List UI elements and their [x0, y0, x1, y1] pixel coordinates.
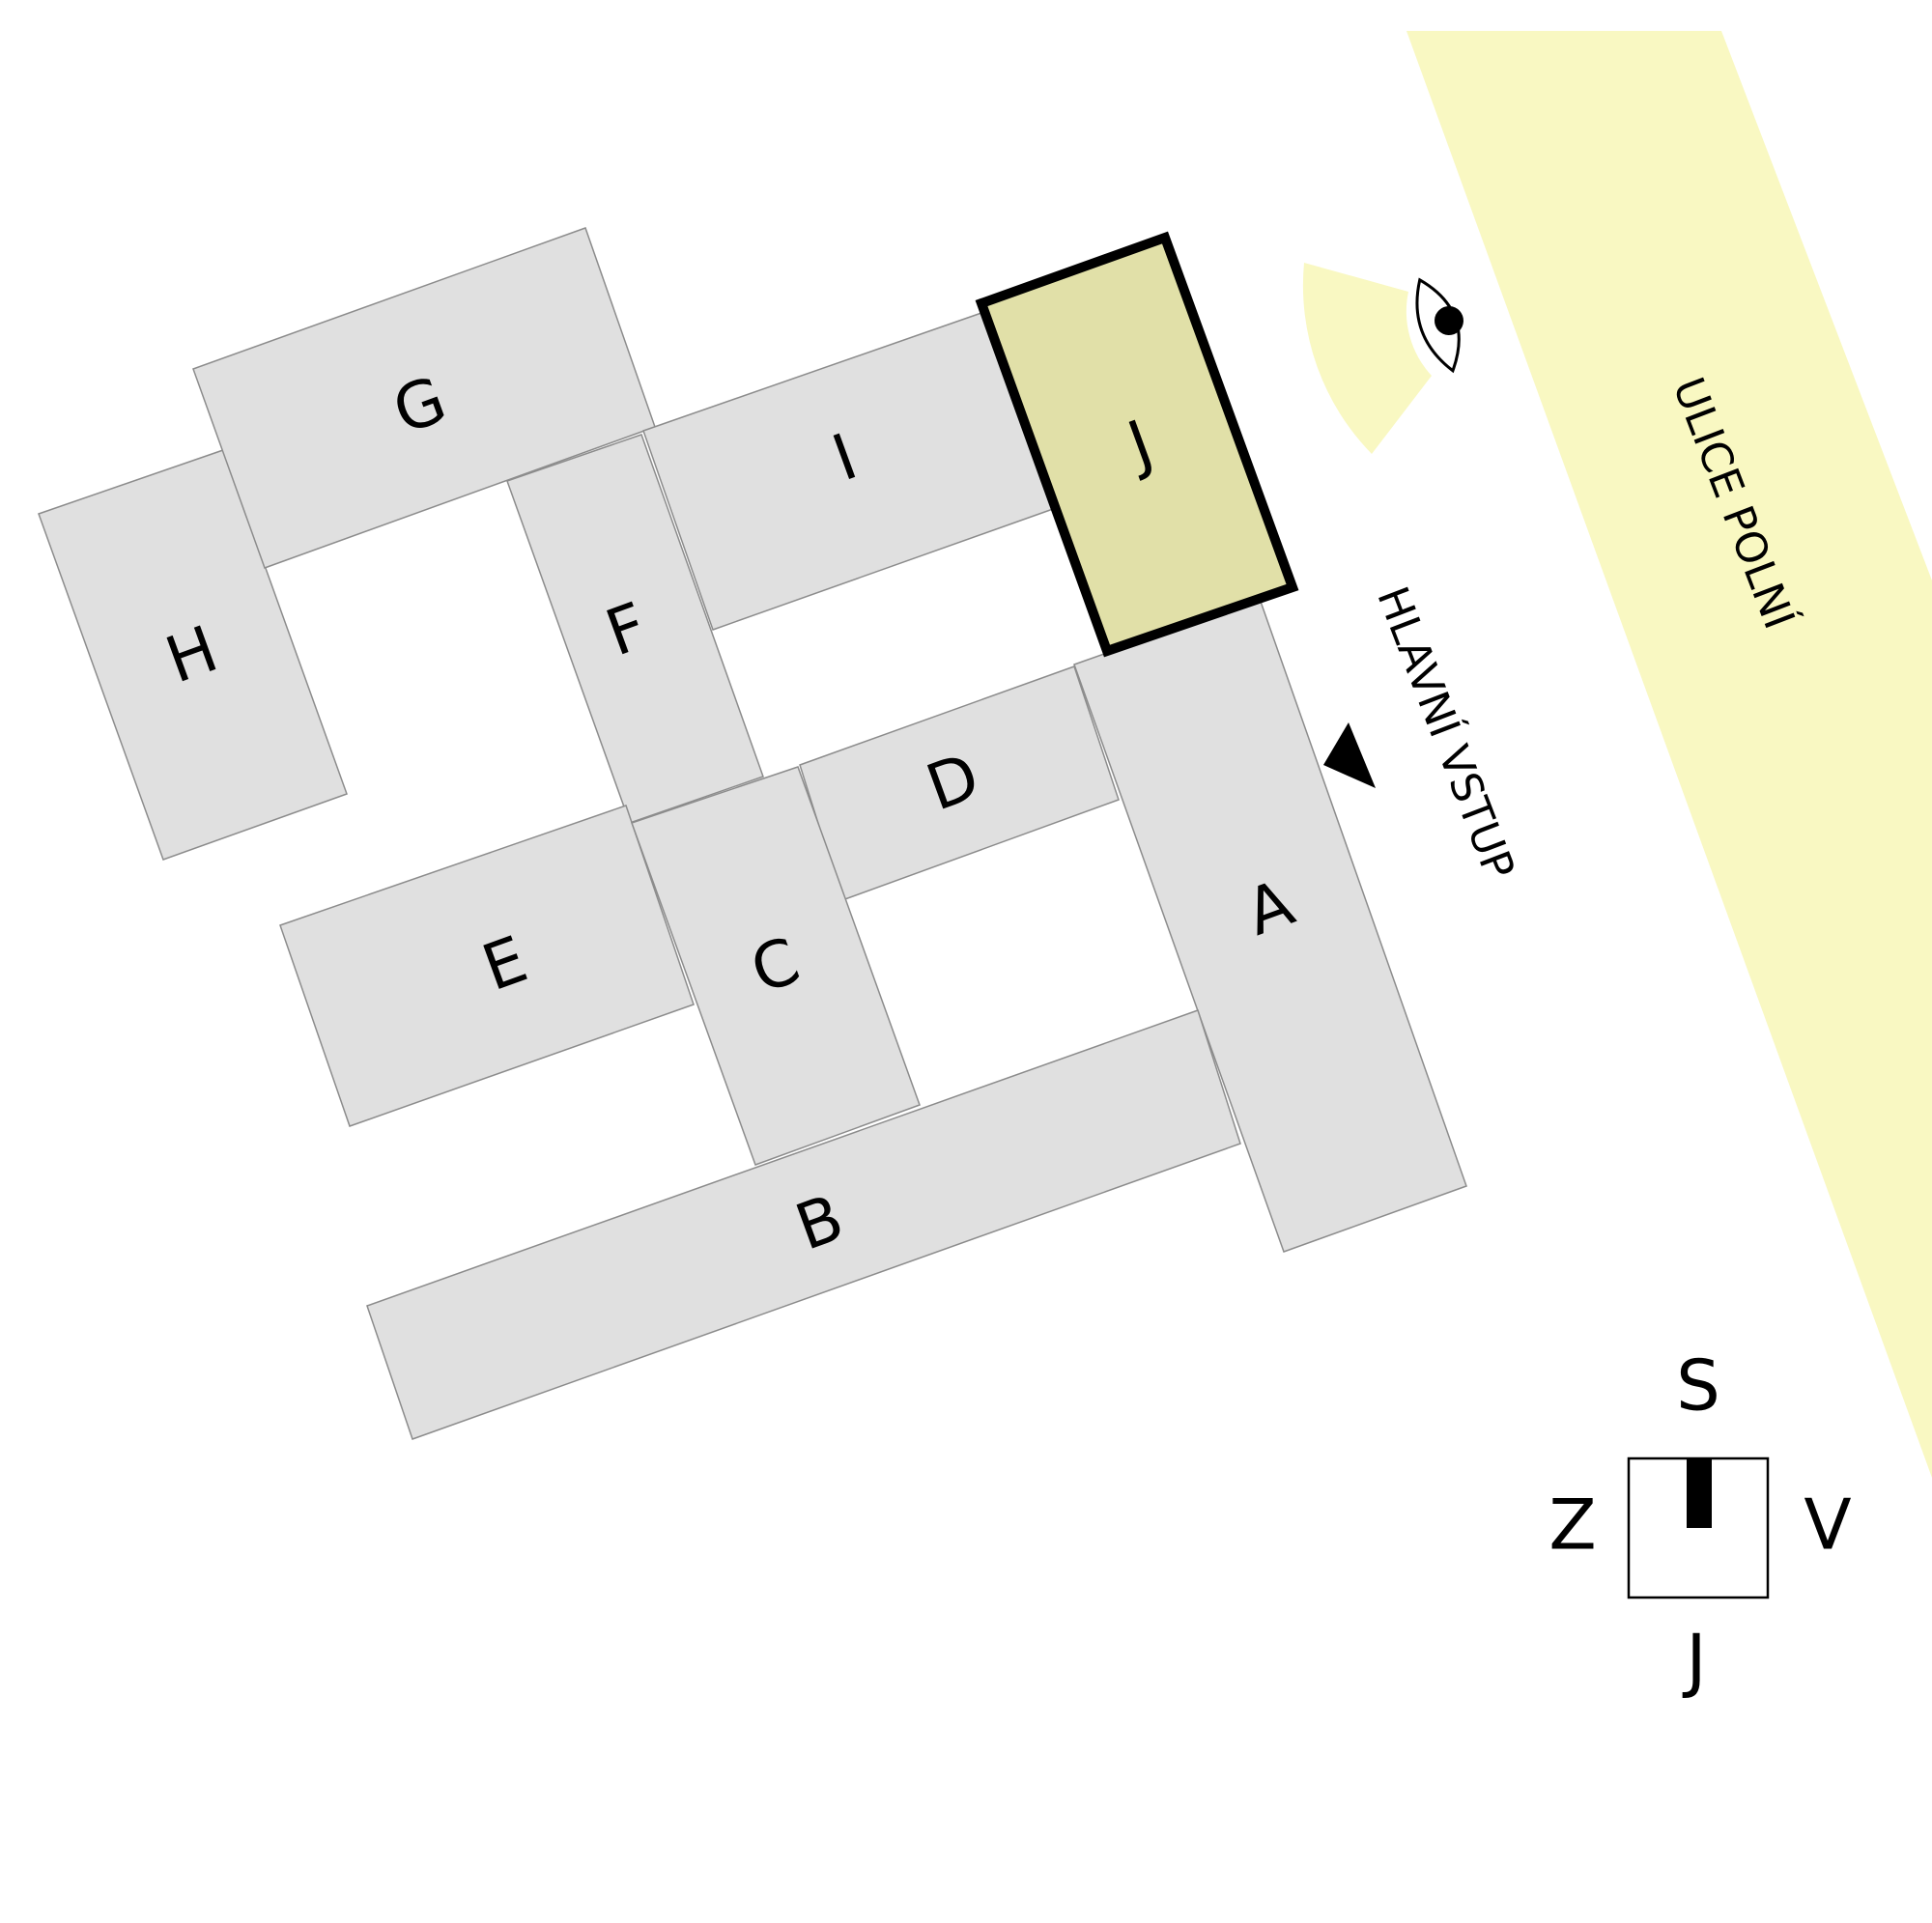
building-a[interactable]: A [1073, 598, 1467, 1253]
building-j-highlighted[interactable]: J [975, 231, 1299, 658]
street-ulice-polni [1406, 31, 1932, 1478]
building-i[interactable]: I [642, 312, 1054, 631]
compass-north: S [1676, 1345, 1720, 1427]
entrance-label: HLAVNÍ VSTUP [1367, 580, 1525, 886]
building-g[interactable]: G [192, 227, 656, 569]
compass-east: V [1804, 1485, 1851, 1566]
compass: S J Z V [1548, 1345, 1851, 1701]
building-e[interactable]: E [279, 805, 695, 1127]
building-h[interactable]: H [38, 449, 348, 861]
building-d[interactable]: D [799, 665, 1120, 901]
entrance-arrow-icon [1323, 722, 1376, 788]
compass-needle-icon [1687, 1458, 1712, 1528]
building-b[interactable]: B [366, 1009, 1241, 1440]
eye-icon [1415, 277, 1463, 374]
building-f[interactable]: F [506, 434, 764, 824]
buildings: H G I F A D E B [38, 227, 1467, 1440]
view-cone [1302, 263, 1432, 454]
compass-west: Z [1548, 1485, 1596, 1566]
building-c[interactable]: C [631, 766, 921, 1166]
compass-south: J [1682, 1620, 1706, 1701]
